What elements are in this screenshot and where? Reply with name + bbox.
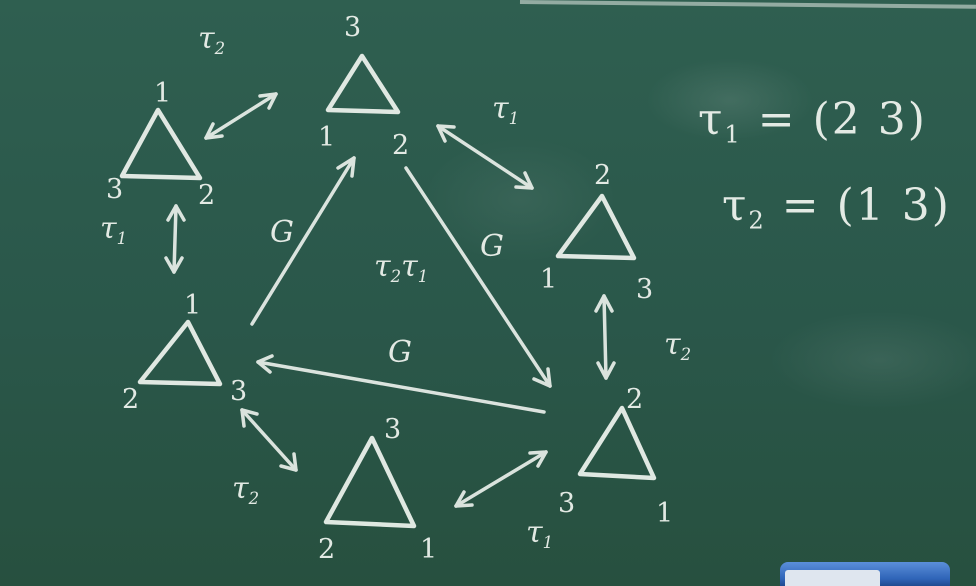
triangle-lower-left-vertex-apex: 1: [184, 290, 202, 321]
triangle-lower-right-vertex-apex: 2: [626, 384, 644, 415]
edge-label-top-right: τ1: [492, 91, 520, 128]
definition-tau2: τ2 = (1 3): [722, 180, 951, 235]
triangle-top-vertex-left: 1: [318, 122, 336, 153]
triangle-upper-right-vertex-right: 3: [636, 274, 654, 305]
inner-label-bottom: G: [388, 335, 412, 370]
triangle-upper-left-vertex-right: 2: [198, 180, 216, 211]
arrow-left: [164, 204, 186, 274]
triangle-lower-right: [577, 405, 657, 481]
arrow-top-left: [204, 92, 278, 140]
center-label: τ2τ1: [374, 249, 429, 286]
arrow-bottom-right: [454, 450, 548, 508]
triangle-bottom-vertex-left: 2: [318, 534, 336, 565]
definition-tau1: τ1 = (2 3): [698, 94, 927, 149]
edge-label-bottom-right: τ1: [526, 515, 554, 552]
triangle-upper-right-vertex-left: 1: [540, 264, 558, 295]
inner-label-left: G: [270, 215, 294, 250]
edge-label-right: τ2: [664, 327, 692, 364]
triangle-upper-left: [119, 107, 203, 181]
triangle-upper-left-vertex-apex: 1: [154, 78, 172, 109]
triangle-bottom-vertex-right: 1: [420, 534, 438, 565]
triangle-upper-right-vertex-apex: 2: [594, 160, 612, 191]
arrow-inner-left: [250, 156, 356, 326]
edge-label-top-left: τ2: [198, 21, 226, 58]
triangle-top: [325, 53, 401, 115]
edge-label-bottom-left: τ2: [232, 471, 260, 508]
arrow-inner-right: [404, 166, 552, 388]
arrow-inner-bottom: [256, 354, 546, 414]
triangle-bottom: [323, 435, 417, 529]
arrow-right: [594, 294, 616, 380]
inner-label-right: G: [480, 229, 504, 264]
triangle-upper-right: [555, 193, 637, 261]
triangle-lower-right-vertex-right: 1: [656, 498, 674, 529]
triangle-lower-left-vertex-left: 2: [122, 384, 140, 415]
arrow-bottom-left: [240, 408, 298, 472]
triangle-bottom-vertex-apex: 3: [384, 414, 402, 445]
triangle-lower-right-vertex-left: 3: [558, 488, 576, 519]
triangle-upper-left-vertex-left: 3: [106, 174, 124, 205]
arrow-top-right: [436, 124, 534, 190]
triangle-lower-left-vertex-right: 3: [230, 376, 248, 407]
triangle-top-vertex-apex: 3: [344, 12, 362, 43]
triangle-lower-left: [137, 319, 223, 387]
triangle-top-vertex-right: 2: [392, 130, 410, 161]
edge-label-left: τ1: [100, 211, 128, 248]
marker-label: [785, 570, 880, 586]
